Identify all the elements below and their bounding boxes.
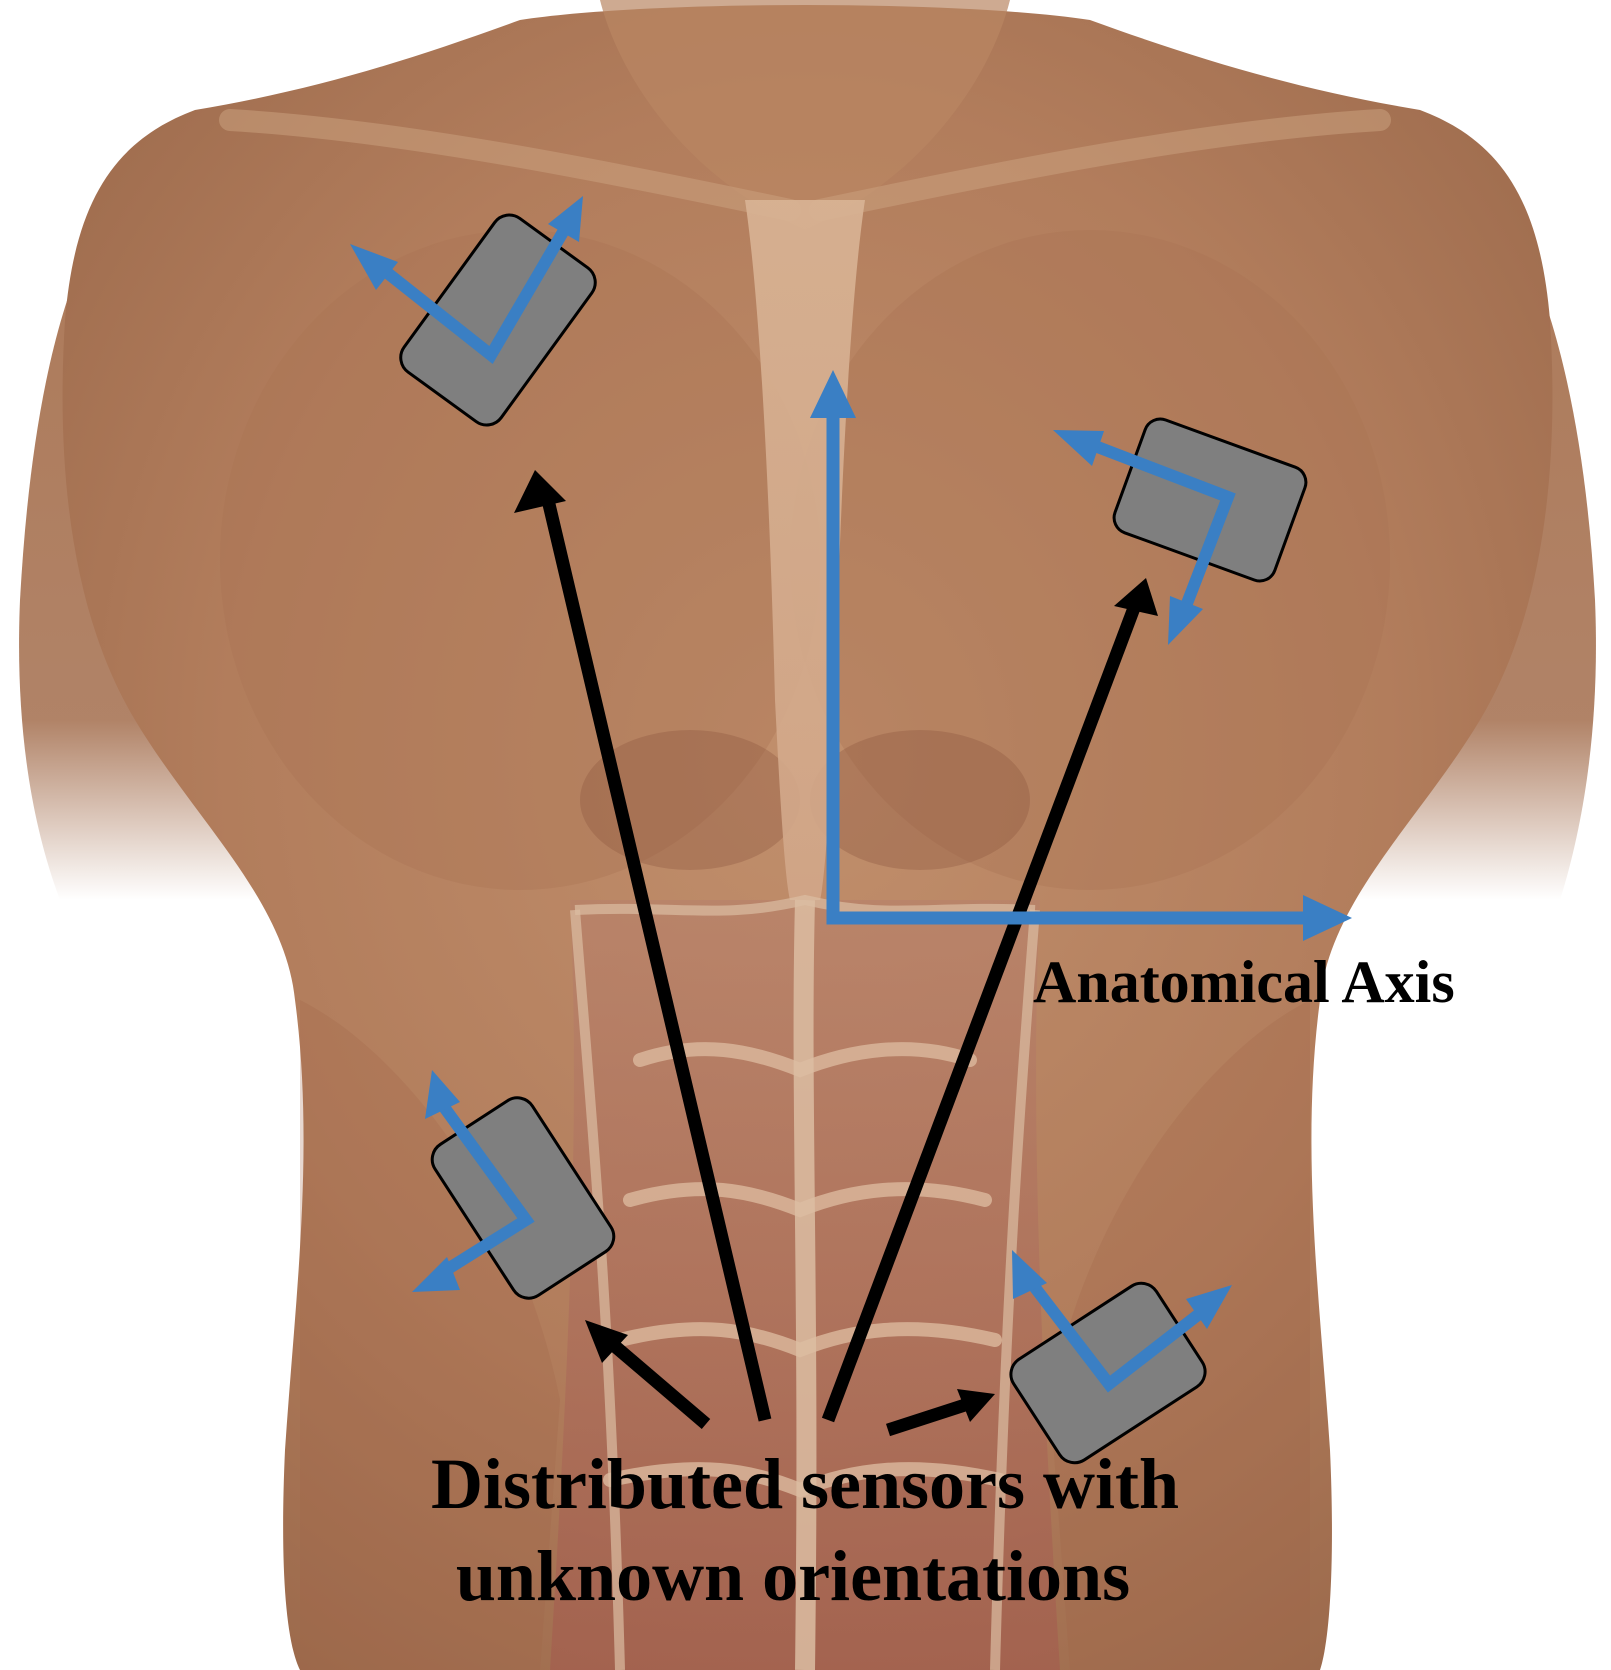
arrow-to-upper-right-head xyxy=(1114,578,1158,616)
sensor-lower-right xyxy=(1009,1250,1232,1465)
sensor-lower-left-axes xyxy=(439,1103,535,1278)
neck xyxy=(600,0,1010,230)
anatomical-axis-up-arrowhead xyxy=(810,370,856,418)
arrow-to-lower-right-shaft xyxy=(885,1398,968,1437)
anatomical-axis xyxy=(810,370,1352,941)
arrow-to-lower-left-head xyxy=(585,1320,628,1363)
sheath-right xyxy=(990,909,1040,1670)
linea-alba xyxy=(793,899,817,1670)
sensor-upper-right-axis1-arrowhead xyxy=(1053,430,1104,466)
sensor-lower-left-axis2-arrowhead xyxy=(412,1257,460,1292)
sensors-label-line1: Distributed sensors with xyxy=(431,1444,1179,1524)
torso-illustration xyxy=(19,0,1596,1670)
sensor-lower-right-axis2-arrowhead xyxy=(1186,1285,1232,1329)
sensor-upper-left xyxy=(350,196,597,427)
sensor-upper-right-axis2-arrowhead xyxy=(1168,596,1203,645)
sensor-lower-right-axes xyxy=(1028,1281,1207,1393)
clavicle-right xyxy=(809,109,1391,221)
sensor-lower-left-axis1-arrowhead xyxy=(425,1070,460,1119)
sensor-upper-left-axis2-arrowhead xyxy=(548,196,583,242)
pectoral-right xyxy=(790,230,1390,890)
pectoral-left xyxy=(220,230,820,890)
sensor-lower-right-axis1-arrowhead xyxy=(1012,1250,1047,1299)
sensor-upper-left-axes xyxy=(381,228,569,364)
sensors-label-line2: unknown orientations xyxy=(456,1536,1130,1616)
arrow-to-upper-left-head xyxy=(514,470,566,513)
sensor-lower-left xyxy=(412,1070,616,1300)
anatomical-axis-lines xyxy=(826,415,1308,925)
arrow-to-lower-right-head xyxy=(957,1389,995,1422)
sensor-upper-left-axis1-arrowhead xyxy=(350,244,398,290)
anatomical-axis-right-arrowhead xyxy=(1303,895,1352,941)
arrow-to-upper-right-shaft xyxy=(821,605,1141,1423)
oblique-left xyxy=(300,1000,560,1670)
assignment-arrows xyxy=(514,470,1158,1437)
arrow-to-lower-left-shaft xyxy=(605,1337,711,1429)
pectoral-shadow-right xyxy=(810,730,1030,870)
anatomical-axis-label: Anatomical Axis xyxy=(1033,949,1455,1015)
sheath-top xyxy=(574,894,1036,916)
arrow-to-upper-left-shaft xyxy=(541,498,772,1422)
sensor-upper-right-axes xyxy=(1092,440,1236,609)
sensor-upper-right xyxy=(1053,417,1308,645)
clavicle-left xyxy=(219,109,801,221)
sensor-upper-right-body xyxy=(1112,417,1308,583)
pectoral-shadow-left xyxy=(580,730,800,870)
